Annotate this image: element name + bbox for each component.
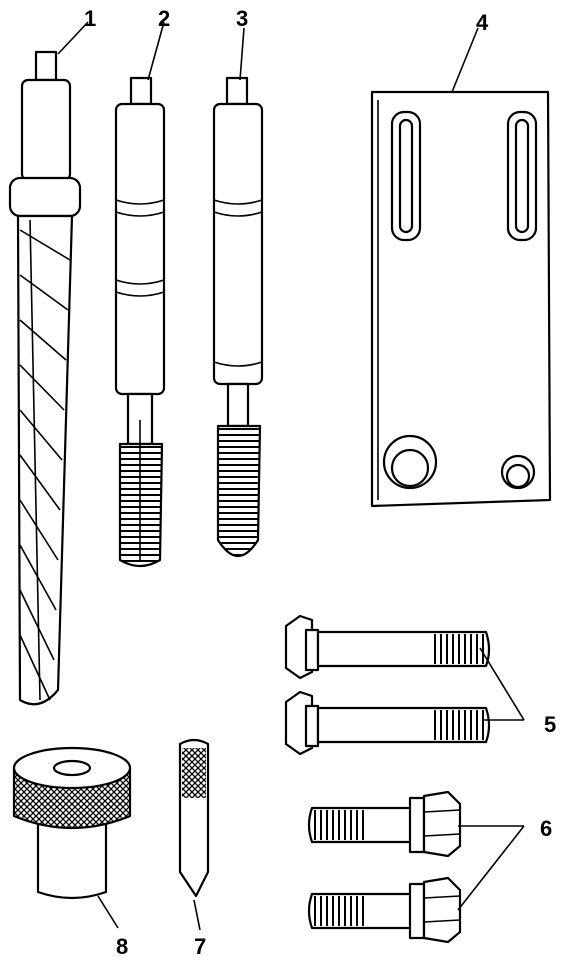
label-tool-6: 6 [540,816,552,841]
bolt-set-6 [307,790,462,944]
label-tool-1: 1 [84,6,96,31]
bolt-set-5 [284,614,491,756]
label-tool-8: 8 [116,934,128,959]
knurled-pin [178,738,210,898]
leader-lines [57,21,525,931]
drill-bit [8,50,82,706]
split-tap [114,76,166,568]
label-tool-2: 2 [158,6,170,31]
label-tool-7: 7 [194,934,206,959]
alignment-plate [370,90,552,508]
label-tool-4: 4 [476,10,489,35]
label-tool-5: 5 [544,712,556,737]
drill-bushing [12,746,132,900]
thread-tap [212,76,264,558]
label-tool-3: 3 [236,6,248,31]
